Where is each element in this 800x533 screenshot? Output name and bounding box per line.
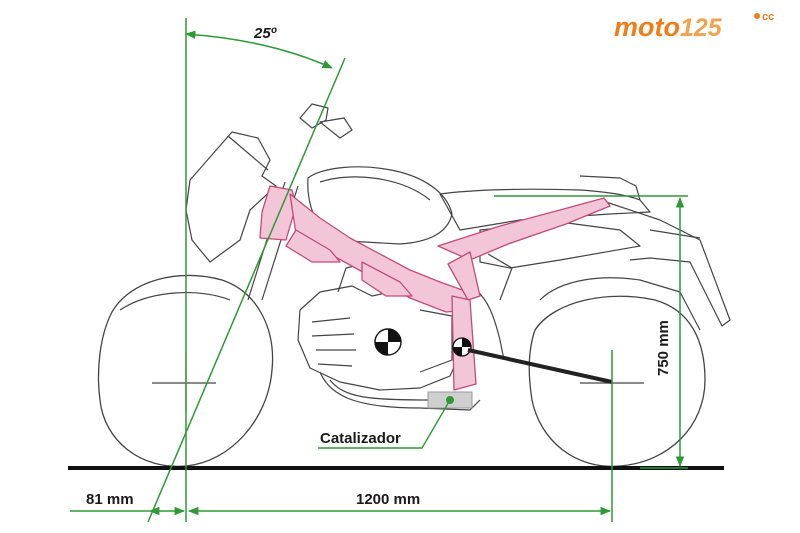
geometry-lines (70, 18, 688, 523)
catalyst-label: Catalizador (320, 430, 401, 447)
rake-angle-label: 25º (253, 25, 278, 42)
tail-section (599, 199, 731, 327)
logo-model-text: 125 (680, 14, 723, 42)
exhaust-pipe (319, 371, 481, 411)
logo-dot-icon (754, 13, 760, 19)
mirror (299, 103, 353, 139)
rake-angle-arc (184, 30, 333, 69)
swingarm-pivot-marker (452, 337, 472, 357)
logo-cc-text: cc (762, 11, 774, 23)
rear-subframe (437, 197, 611, 261)
frame (259, 185, 611, 391)
brand-logo: moto125 cc (614, 11, 774, 42)
catalyst-leader (318, 399, 451, 449)
rear-wheel (528, 295, 706, 467)
bike-outline (119, 103, 731, 411)
trail-label: 81 mm (86, 491, 134, 508)
front-fairing (185, 131, 277, 263)
swingarm-line (467, 348, 613, 384)
seat-height-label: 750 mm (655, 320, 672, 376)
center-of-mass-marker (374, 328, 402, 356)
wheelbase-label: 1200 mm (356, 491, 420, 508)
logo-brand-text: moto (614, 12, 680, 42)
steering-axis-line (147, 57, 346, 523)
steering-head (259, 185, 297, 241)
svg-text:moto125: moto125 (614, 12, 723, 42)
seat (439, 188, 651, 231)
rear-fender (539, 277, 701, 331)
